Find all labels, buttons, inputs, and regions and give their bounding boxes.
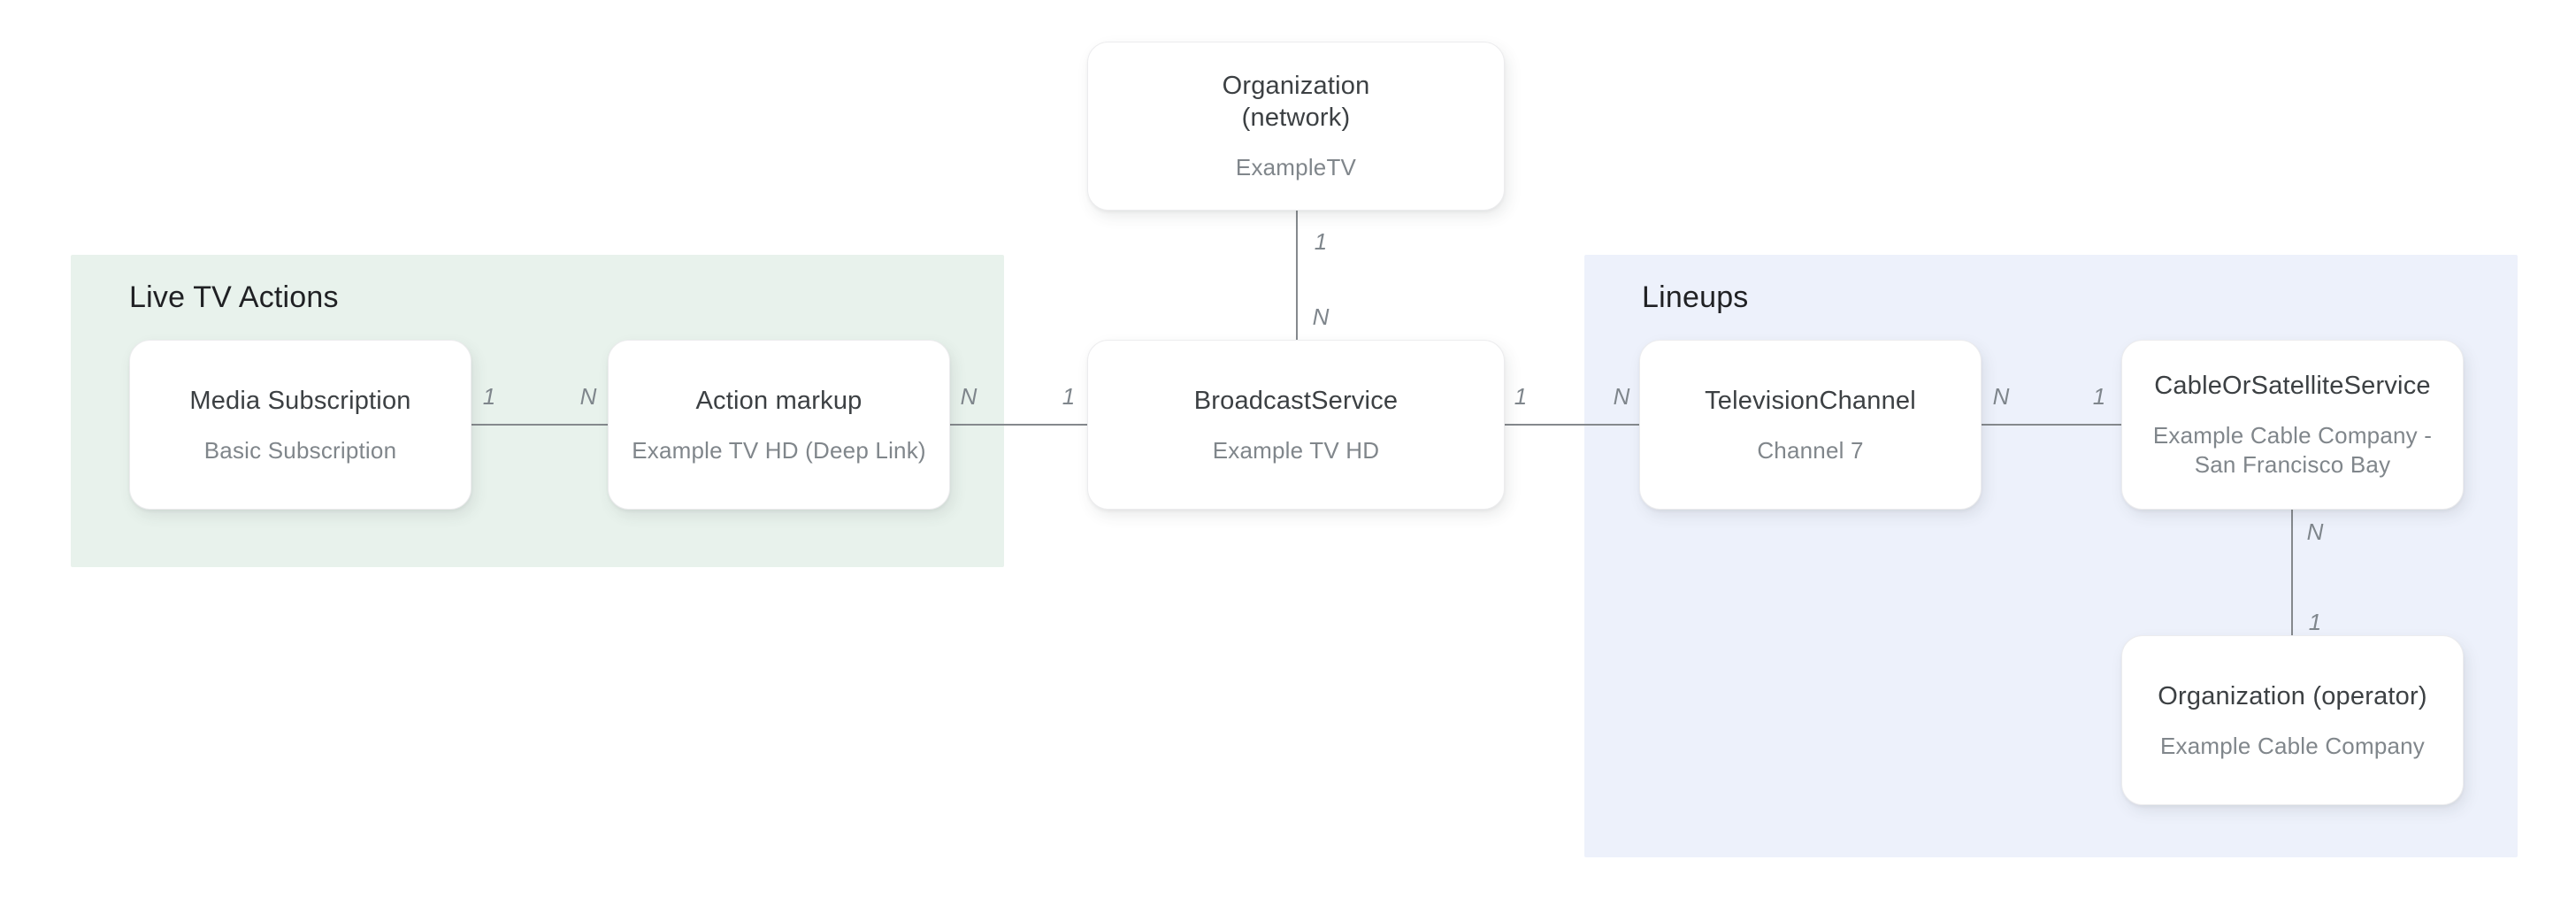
node-subtitle: Basic Subscription [203,436,397,464]
node-action-markup: Action markup Example TV HD (Deep Link) [608,340,950,510]
node-title: Organization (operator) [2158,681,2427,710]
group-label-live-tv-actions: Live TV Actions [129,280,339,314]
node-organization-operator: Organization (operator) Example Cable Co… [2121,635,2464,805]
node-cable-or-satellite-service: CableOrSatelliteService Example Cable Co… [2121,340,2464,510]
node-subtitle: Example Cable Company [2159,732,2425,759]
edge-channel-to-cable [1982,424,2121,426]
edge-broadcast-to-channel [1502,424,1639,426]
cardinality-label: 1 [2092,383,2106,410]
node-subtitle: Channel 7 [1757,436,1864,464]
node-television-channel: TelevisionChannel Channel 7 [1639,340,1982,510]
node-title: Organization (network) [1222,72,1370,132]
node-title: CableOrSatelliteService [2154,372,2431,400]
cardinality-label: N [579,383,597,410]
edge-subscription-to-action [472,424,608,426]
cardinality-label: N [1992,383,2010,410]
node-subtitle: Example TV HD [1212,436,1380,464]
node-title: Action markup [695,386,862,415]
cardinality-label: 1 [1314,228,1328,255]
edge-network-to-broadcast [1296,211,1298,340]
node-subtitle: Example Cable Company - San Francisco Ba… [2152,422,2433,478]
cardinality-label: N [1613,383,1630,410]
node-organization-network: Organization (network) ExampleTV [1087,42,1505,211]
cardinality-label: N [960,383,978,410]
cardinality-label: N [2306,518,2324,545]
node-broadcast-service: BroadcastService Example TV HD [1087,340,1505,510]
cardinality-label: 1 [1062,383,1076,410]
node-subtitle: ExampleTV [1235,154,1357,180]
node-subtitle: Example TV HD (Deep Link) [632,436,926,464]
node-media-subscription: Media Subscription Basic Subscription [129,340,472,510]
cardinality-label: 1 [2308,609,2322,635]
cardinality-label: 1 [1514,383,1528,410]
group-label-lineups: Lineups [1642,280,1749,314]
node-title: TelevisionChannel [1705,386,1916,415]
edge-action-to-broadcast [950,424,1087,426]
cardinality-label: 1 [482,383,496,410]
node-title: BroadcastService [1193,386,1399,415]
node-title: Media Subscription [189,386,411,415]
cardinality-label: N [1312,303,1330,330]
edge-cable-to-operator [2291,510,2293,635]
